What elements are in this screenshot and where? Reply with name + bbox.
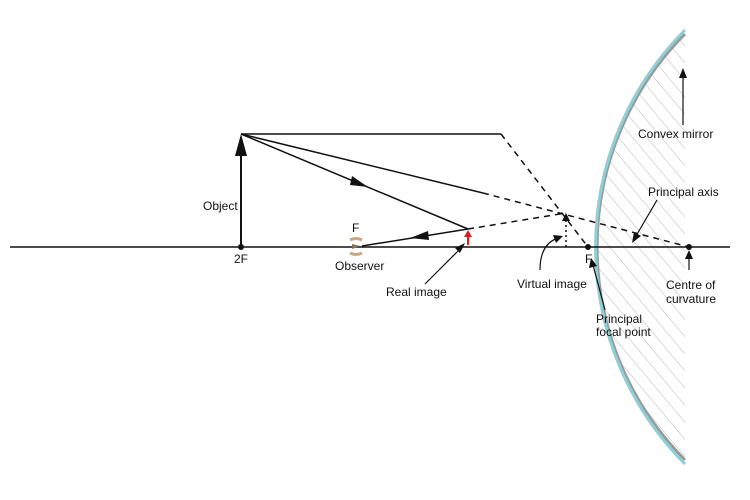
object-arrowhead <box>235 134 247 156</box>
pointer-virtual-image-head <box>553 235 563 243</box>
point-f-right <box>585 244 591 250</box>
ray-to-centre-extension <box>482 192 690 248</box>
pointer-real-image-head <box>455 243 465 253</box>
centre-of-curvature-label-2: curvature <box>666 292 716 306</box>
f-right-label: F <box>585 252 592 266</box>
observer-label: Observer <box>335 259 384 273</box>
principal-axis-label: Principal axis <box>648 185 719 199</box>
pointer-principal-axis-head <box>632 232 641 243</box>
centre-of-curvature-label-1: Centre of <box>666 278 716 292</box>
ray-reflected-arrowhead <box>410 231 429 240</box>
point-centre <box>686 244 692 250</box>
pointer-focal-point-head <box>589 258 597 268</box>
pointer-principal-axis <box>635 199 658 237</box>
observer-eye-icon <box>349 237 363 256</box>
real-image-arrowhead <box>464 230 472 237</box>
convex-mirror-label: Convex mirror <box>638 127 713 141</box>
real-image-label: Real image <box>386 285 447 299</box>
two-f-label: 2F <box>234 252 248 266</box>
pointer-convex-mirror-head <box>679 68 687 78</box>
principal-focal-point-label-1: Principal <box>596 312 642 326</box>
f-left-label: F <box>352 221 359 235</box>
ray-reflected-extension <box>467 212 567 230</box>
ray-to-centre <box>240 133 484 194</box>
principal-focal-point-label-2: focal point <box>596 325 651 339</box>
pointer-focal-point <box>592 264 606 311</box>
virtual-image-label: Virtual image <box>517 277 587 291</box>
pointer-real-image <box>424 247 462 285</box>
virtual-image-arrowhead <box>562 213 570 221</box>
object-label: Object <box>203 199 238 213</box>
point-2f <box>238 244 244 250</box>
ray-parallel-extension <box>500 133 589 248</box>
pointer-virtual-image <box>539 237 559 271</box>
ray-incident-arrowhead <box>350 176 368 187</box>
pointer-centre-head <box>685 250 693 259</box>
